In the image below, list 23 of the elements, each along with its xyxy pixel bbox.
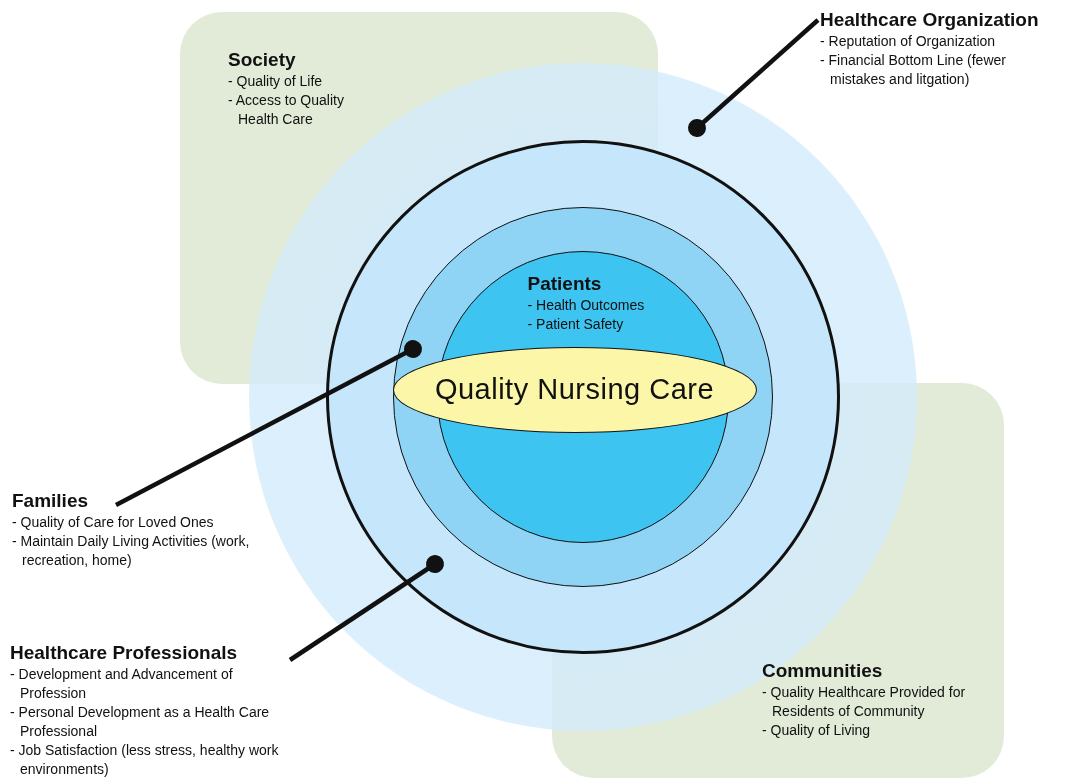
bullet-text: - Reputation of Organization	[820, 32, 997, 51]
leader-line	[688, 18, 820, 137]
bullet-text: - Quality of Care for Loved Ones	[12, 513, 215, 532]
heading: Society	[228, 48, 296, 72]
heading: Healthcare Professionals	[10, 641, 238, 665]
heading: Families	[12, 489, 89, 513]
bullet-text: - Maintain Daily Living Activities (work, recreation, home)	[12, 532, 251, 570]
leader-line	[114, 340, 422, 507]
bullet-text: - Quality of Life	[228, 72, 324, 91]
bullet-text: - Quality of Living	[762, 721, 872, 740]
bullet-text: - Job Satisfaction (less stress, healthy work environments)	[10, 741, 280, 779]
oval-label: Quality Nursing Care	[392, 346, 757, 433]
bullet-text: - Development and Advancement of Profession	[10, 665, 234, 703]
heading: Communities	[762, 659, 883, 683]
heading: Patients	[527, 271, 602, 296]
bullet-text: - Personal Development as a Health Care Professional	[10, 703, 271, 741]
bullet-text: - Access to Quality Health Care	[228, 91, 345, 129]
heading: Healthcare Organization	[820, 8, 1039, 32]
leader-line	[288, 555, 444, 662]
bullet-text: - Financial Bottom Line (fewer mistakes and litgation)	[820, 51, 1007, 89]
bullet-text: - Health Outcomes	[527, 295, 646, 315]
bullet-text: - Quality Healthcare Provided for Residents of Community	[762, 683, 967, 721]
bullet-text: - Patient Safety	[527, 314, 625, 334]
